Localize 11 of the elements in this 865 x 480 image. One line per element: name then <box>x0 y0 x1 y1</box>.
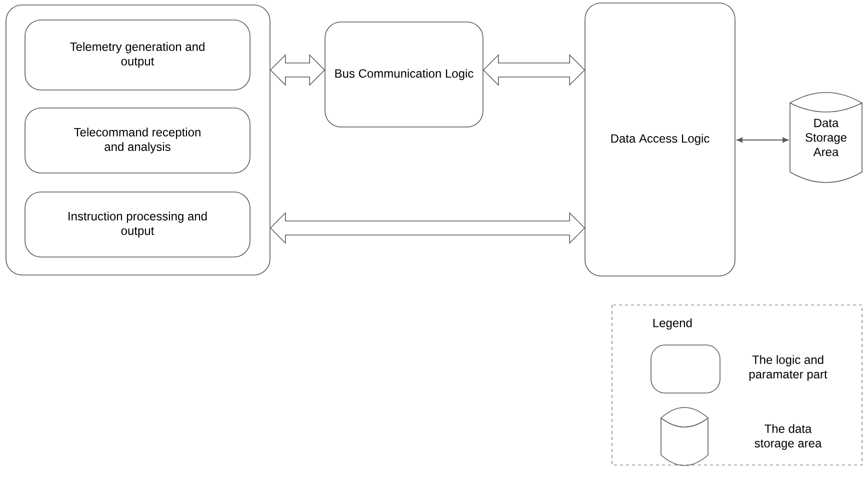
container-box <box>6 4 270 276</box>
process-box: Bus Communication Logic <box>324 22 484 128</box>
legend-title: Legend <box>653 318 692 330</box>
legend-text: The data storage area <box>754 424 822 450</box>
process-box: Telemetry generation and output <box>24 20 250 90</box>
process-box: Telecommand reception and analysis <box>24 108 250 174</box>
storage-drum: Data Storage Area <box>790 92 862 183</box>
arrow <box>736 137 788 143</box>
process-box: Instruction processing and output <box>24 192 250 258</box>
legend-text: The logic and paramater part <box>749 355 828 381</box>
process-box: Data Access Logic <box>584 2 736 276</box>
